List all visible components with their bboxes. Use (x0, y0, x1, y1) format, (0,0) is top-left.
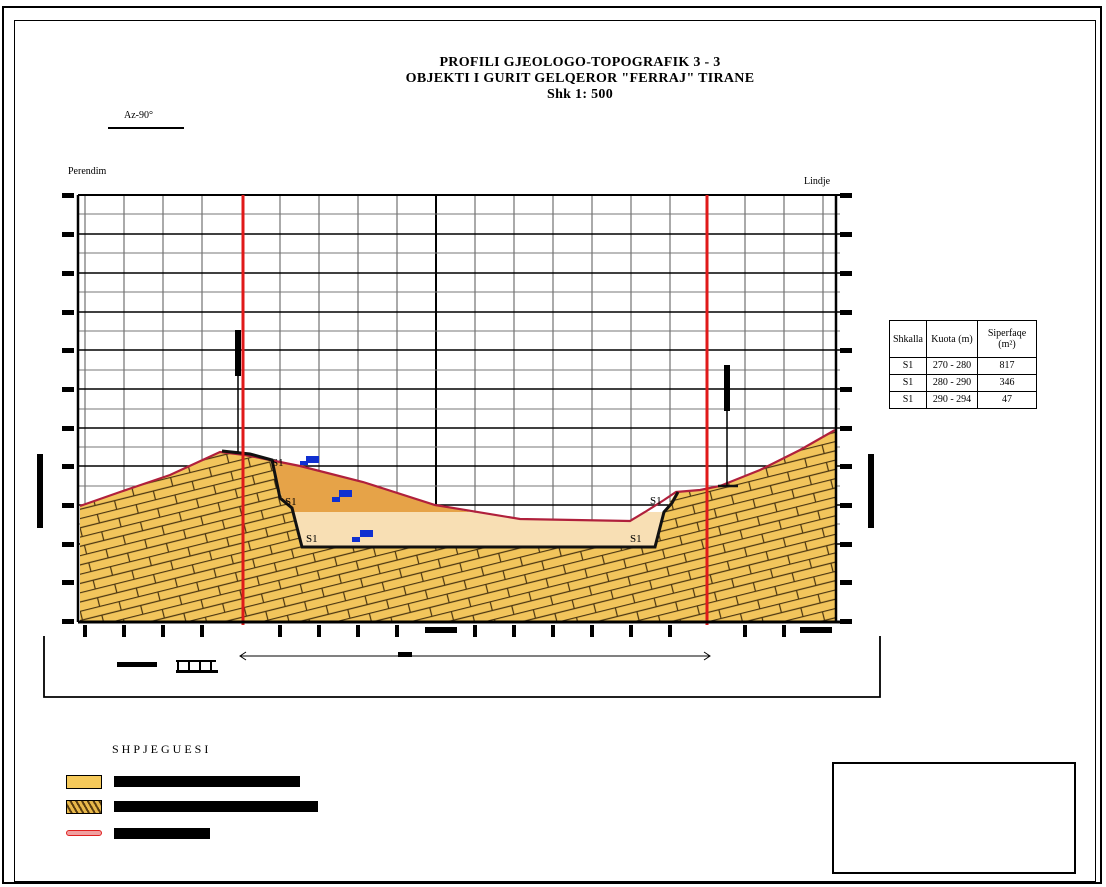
cell-area: 47 (977, 391, 1037, 409)
title-line-2: OBJEKTI I GURIT GELQEROR "FERRAJ" TIRANE (405, 71, 755, 86)
stage-label: S1 (650, 495, 662, 507)
borehole-west-marker (235, 330, 241, 376)
title-block (832, 762, 1076, 874)
cell-area: 346 (977, 374, 1037, 392)
legend-swatch-limestone (66, 775, 102, 789)
title-line-1: PROFILI GJEOLOGO-TOPOGRAFIK 3 - 3 (439, 55, 721, 70)
design-contour (221, 449, 680, 549)
cell-stage: S1 (889, 357, 927, 375)
stage-label: S1 (272, 457, 284, 469)
scale-ticks (176, 660, 218, 673)
section-bracket (43, 636, 881, 698)
cell-stage: S1 (889, 391, 927, 409)
stage-table: Shkalla Kuota (m) Siperfaqe (m²) S1 270 … (889, 320, 1037, 409)
legend-swatch-hatched (66, 800, 102, 814)
title-line-3: Shk 1: 500 (546, 87, 614, 102)
borehole-east-marker (724, 365, 730, 411)
bench-lower-fill (293, 512, 664, 547)
header-stage: Shkalla (889, 320, 927, 358)
cell-stage: S1 (889, 374, 927, 392)
legend-text-redacted (114, 776, 300, 787)
cell-elevation: 280 - 290 (926, 374, 978, 392)
azimuth-label: Az-90° (124, 110, 153, 121)
west-label: Perendim (68, 166, 107, 177)
stage-label: S1 (306, 533, 318, 545)
east-label: Lindje (804, 176, 831, 187)
inner-frame (14, 20, 1096, 882)
cell-elevation: 270 - 280 (926, 357, 978, 375)
elevation-ticks (37, 193, 874, 624)
table-row: S1 270 - 280 817 (889, 357, 1037, 375)
bench-upper-fill (270, 460, 470, 512)
cell-area: 817 (977, 357, 1037, 375)
legend-title: SHPJEGUESI (112, 742, 212, 756)
scale-bar (117, 662, 157, 667)
table-row: S1 290 - 294 47 (889, 391, 1037, 409)
legend-text-redacted (114, 828, 210, 839)
stage-label: S1 (285, 496, 297, 508)
limestone-rock-mass (80, 430, 835, 622)
table-row: S1 280 - 290 346 (889, 374, 1037, 392)
distance-ticks (83, 625, 832, 637)
header-area: Siperfaqe (m²) (977, 320, 1037, 358)
cell-elevation: 290 - 294 (926, 391, 978, 409)
legend-text-redacted (114, 801, 318, 812)
outer-frame (2, 6, 1102, 884)
header-elevation: Kuota (m) (926, 320, 978, 358)
legend-swatch-boundary (66, 826, 102, 840)
water-markers (300, 456, 373, 542)
stage-label: S1 (630, 533, 642, 545)
azimuth-line (108, 127, 184, 129)
